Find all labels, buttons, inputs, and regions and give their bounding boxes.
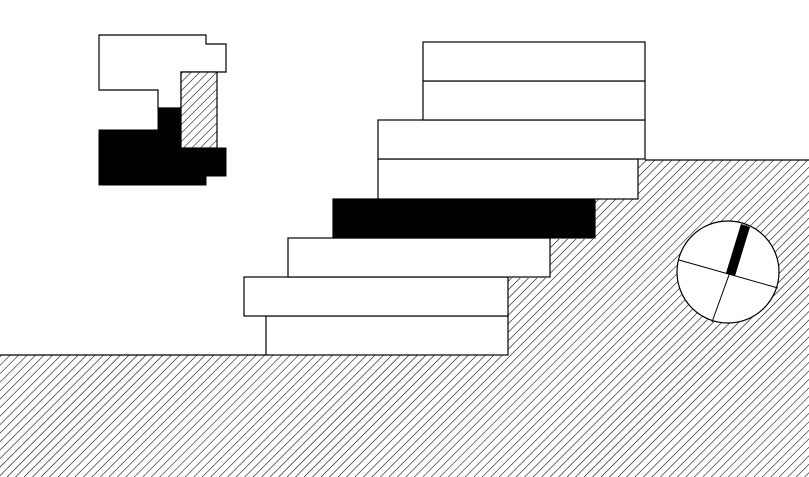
detail-hatched-core: [181, 72, 217, 148]
course-7: [423, 81, 645, 120]
course-3: [288, 238, 550, 277]
course-1: [266, 316, 508, 355]
course-6: [378, 120, 645, 159]
course-2: [244, 277, 508, 316]
course-4-highlighted: [333, 199, 595, 238]
compass-rose-icon: [677, 221, 779, 323]
course-8: [423, 42, 645, 81]
block-course-detail-icon: [99, 35, 226, 185]
course-5: [378, 159, 638, 199]
ground-front: [0, 355, 809, 477]
